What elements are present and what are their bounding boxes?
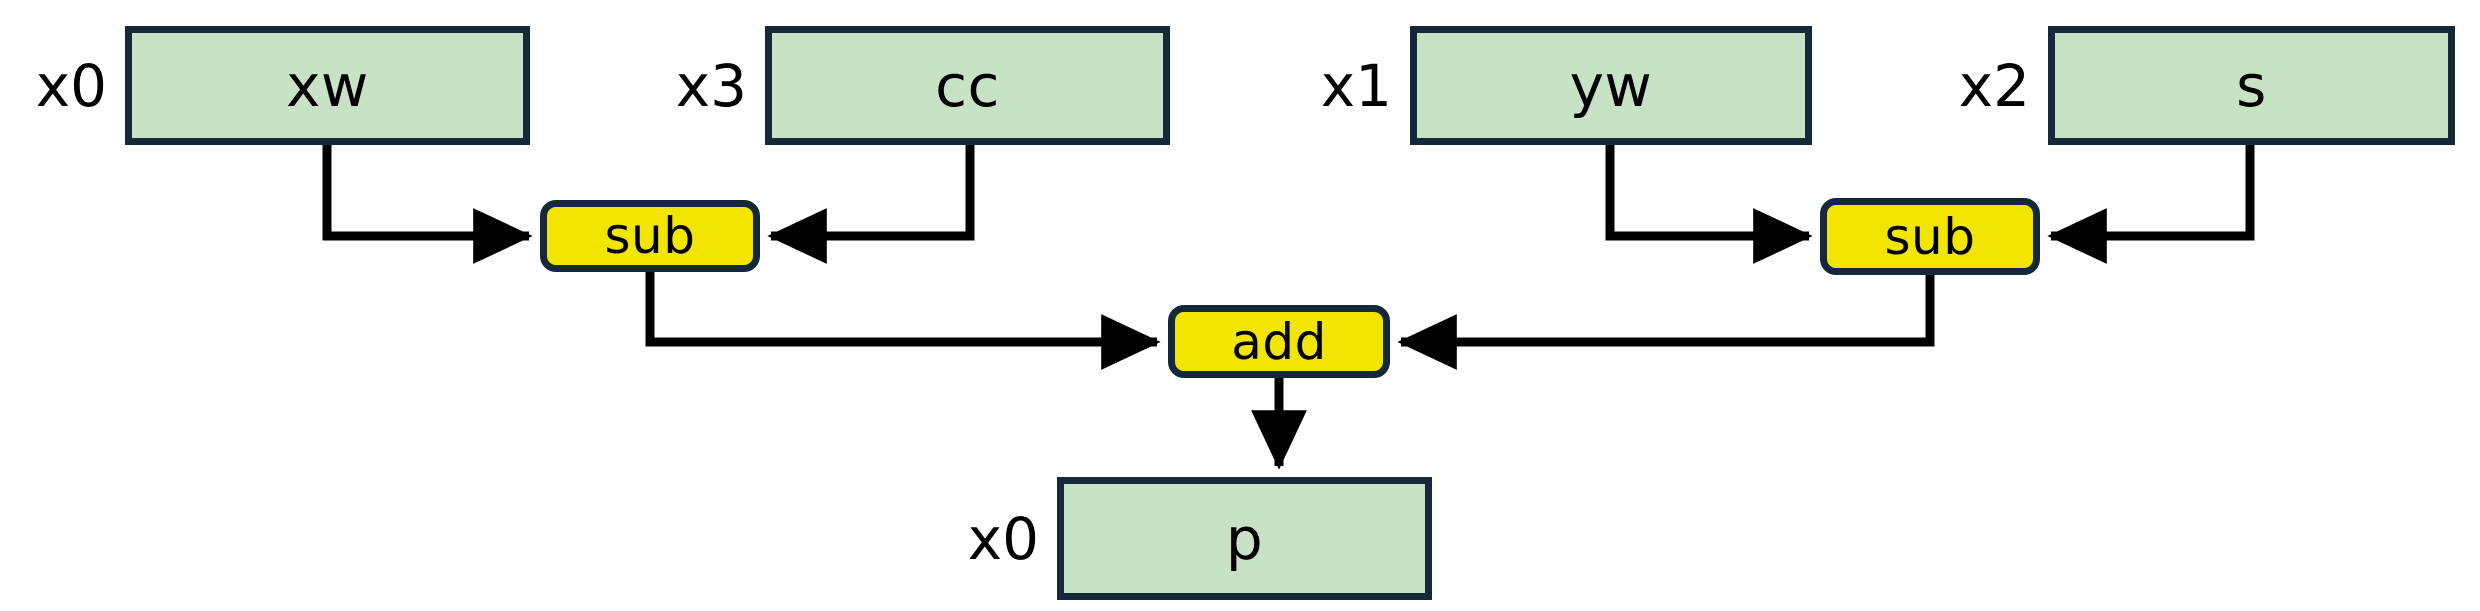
variable-node-s-label: s xyxy=(2236,51,2267,120)
edge-yw-to-sub-right xyxy=(1605,145,1813,264)
operation-node-sub-right-label: sub xyxy=(1884,207,1976,266)
operation-node-sub-right[interactable]: sub xyxy=(1820,198,2040,275)
port-label-yw: x1 xyxy=(1285,26,1392,145)
variable-node-cc[interactable]: cc xyxy=(765,26,1170,145)
port-label-cc-text: x3 xyxy=(675,51,747,120)
variable-node-yw-label: yw xyxy=(1569,51,1653,120)
operation-node-add[interactable]: add xyxy=(1168,305,1390,378)
port-label-xw: x0 xyxy=(0,26,107,145)
edge-xw-to-sub-left xyxy=(322,145,533,264)
port-label-xw-text: x0 xyxy=(35,51,107,120)
variable-node-cc-label: cc xyxy=(935,51,1000,120)
port-label-s-text: x2 xyxy=(1958,51,2030,120)
variable-node-p-label: p xyxy=(1225,504,1264,573)
edge-sub-right-to-add xyxy=(1397,275,1935,370)
operation-node-sub-left[interactable]: sub xyxy=(540,200,760,272)
variable-node-s[interactable]: s xyxy=(2048,26,2455,145)
variable-node-xw[interactable]: xw xyxy=(125,26,530,145)
operation-node-add-label: add xyxy=(1231,312,1327,371)
port-label-yw-text: x1 xyxy=(1320,51,1392,120)
variable-node-p[interactable]: p xyxy=(1057,477,1432,600)
operation-node-sub-left-label: sub xyxy=(604,207,696,265)
port-label-s: x2 xyxy=(1923,26,2030,145)
port-label-p-text: x0 xyxy=(967,504,1039,573)
port-label-p: x0 xyxy=(932,477,1039,600)
variable-node-yw[interactable]: yw xyxy=(1410,26,1812,145)
port-label-cc: x3 xyxy=(640,26,747,145)
edge-cc-to-sub-left xyxy=(767,145,975,264)
edge-s-to-sub-right xyxy=(2047,145,2255,264)
edge-sub-left-to-add xyxy=(645,272,1161,370)
variable-node-xw-label: xw xyxy=(286,51,369,120)
